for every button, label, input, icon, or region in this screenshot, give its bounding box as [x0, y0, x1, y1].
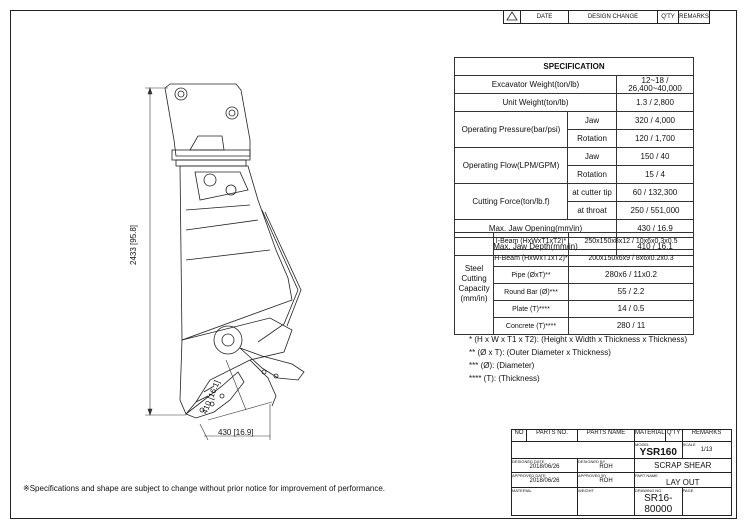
tb-header-material: MATERIAL: [634, 429, 666, 442]
spec-label: Unit Weight(ton/lb): [454, 93, 617, 112]
tb-header-parts-name: PARTS NAME: [577, 429, 635, 442]
rev-header-date: DATE: [520, 10, 569, 24]
note-line: * (H x W x T1 x T2): (Height x Width x T…: [469, 335, 688, 344]
spec-value: 1.3 / 2,800: [616, 93, 694, 112]
spec-label: Operating Pressure(bar/psi): [454, 111, 568, 148]
spec-label: Excavator Weight(ton/lb): [454, 75, 617, 94]
notes-block: * (H x W x T1 x T2): (Height x Width x T…: [469, 333, 687, 385]
height-dimension: 2433 [95.8]: [129, 224, 138, 265]
note-line: ** (Ø x T): (Outer Diameter x Thickness): [469, 348, 611, 357]
tb-header-parts-no: PARTS NO.: [526, 429, 578, 442]
spec-sublabel: at throat: [567, 201, 617, 220]
rev-header-remarks: REMARKS: [678, 10, 710, 24]
part-name: LAY OUT: [666, 478, 700, 487]
spec-label: Operating Flow(LPM/GPM): [454, 147, 568, 184]
product-name: SCRAP SHEAR: [654, 461, 712, 470]
steel-row-value: 280x6 / 11x0.2: [568, 266, 694, 284]
rotator-ring: [171, 149, 251, 161]
jaw-opening-dimension: 430 [16.9]: [218, 428, 254, 437]
revision-triangle-icon: [506, 11, 518, 21]
steel-row-value: 280 / 11: [568, 317, 694, 335]
spec-value: 320 / 4,000: [616, 111, 694, 130]
steel-row-value: 250x150x8x12 / 10x6x0.3x0.5: [568, 232, 694, 250]
steel-row-label: Concrete (T)****: [493, 317, 569, 335]
jaw-housing: [179, 317, 293, 415]
jaw-gear: [213, 325, 243, 355]
tb-product: SCRAP SHEAR: [634, 458, 732, 473]
note-line: *** (Ø): (Diameter): [469, 361, 535, 370]
scale-value: 1/13: [700, 447, 713, 453]
spec-title: SPECIFICATION: [454, 57, 694, 76]
tb-material: MATERIAL: [511, 487, 578, 516]
hydraulic-rod: [257, 209, 299, 343]
model-number: YSR160: [639, 447, 677, 458]
spec-sublabel: Jaw: [567, 111, 617, 130]
spec-value: 60 / 132,300: [616, 183, 694, 202]
spec-value: 150 / 40: [616, 147, 694, 166]
revision-block: DATE DESIGN CHANGE Q'TY REMARKS: [503, 10, 710, 24]
steel-row-label: Plate (T)****: [493, 300, 569, 318]
mount-bracket: [164, 83, 251, 157]
steel-row-value: 200x150x6x9 / 8x6x0.2x0.3: [568, 249, 694, 267]
rev-header-design-change: DESIGN CHANGE: [568, 10, 658, 24]
steel-capacity-label: Steel Cutting Capacity (mm/in): [454, 232, 494, 335]
spec-sublabel: Rotation: [567, 165, 617, 184]
tb-weight: WEIGHT: [577, 487, 635, 516]
steel-capacity-table: Steel Cutting Capacity (mm/in) I-Beam (H…: [454, 232, 694, 335]
title-block: NO PARTS NO. PARTS NAME MATERIAL Q'TY RE…: [511, 429, 732, 516]
spec-value: 12~18 / 26,400~40,000: [616, 75, 694, 94]
tb-drawing-no: DRAWING NO.SR16-80000: [634, 487, 683, 516]
steel-row-value: 55 / 2.2: [568, 283, 694, 301]
spec-value: 15 / 4: [616, 165, 694, 184]
tb-header-remarks: REMARKS: [681, 429, 732, 442]
spec-sublabel: Rotation: [567, 129, 617, 148]
upper-jaw: [239, 347, 305, 381]
steel-row-value: 14 / 0.5: [568, 300, 694, 318]
spec-value: 120 / 1,700: [616, 129, 694, 148]
spec-sublabel: at cutter tip: [567, 183, 617, 202]
drawing-number: SR16-80000: [644, 493, 673, 515]
steel-row-label: H-Beam (HxWxT1xT2)*: [493, 249, 569, 267]
steel-row-label: Pipe (ØxT)**: [493, 266, 569, 284]
tb-page: PAGE: [681, 487, 732, 516]
spec-value: 250 / 551,000: [616, 201, 694, 220]
steel-row-label: I-Beam (HxWxT1xT2)*: [493, 232, 569, 250]
footer-disclaimer: ※Specifications and shape are subject to…: [23, 484, 386, 493]
tb-blank: [511, 441, 635, 459]
note-line: **** (T): (Thickness): [469, 374, 540, 383]
drawing-sheet: [10, 10, 737, 519]
lower-jaw: [185, 371, 245, 419]
spec-sublabel: Jaw: [567, 147, 617, 166]
pin-hole-upper-right: [225, 106, 239, 120]
tb-header-no: NO: [511, 429, 527, 442]
pin-hole-upper-left: [174, 87, 188, 101]
specification-table: SPECIFICATION Excavator Weight(ton/lb)12…: [454, 57, 694, 256]
steel-row-label: Round Bar (Ø)***: [493, 283, 569, 301]
main-body: [179, 165, 293, 341]
tb-header-qty: Q'TY: [664, 429, 683, 442]
spec-label: Cutting Force(ton/lb.f): [454, 183, 568, 220]
